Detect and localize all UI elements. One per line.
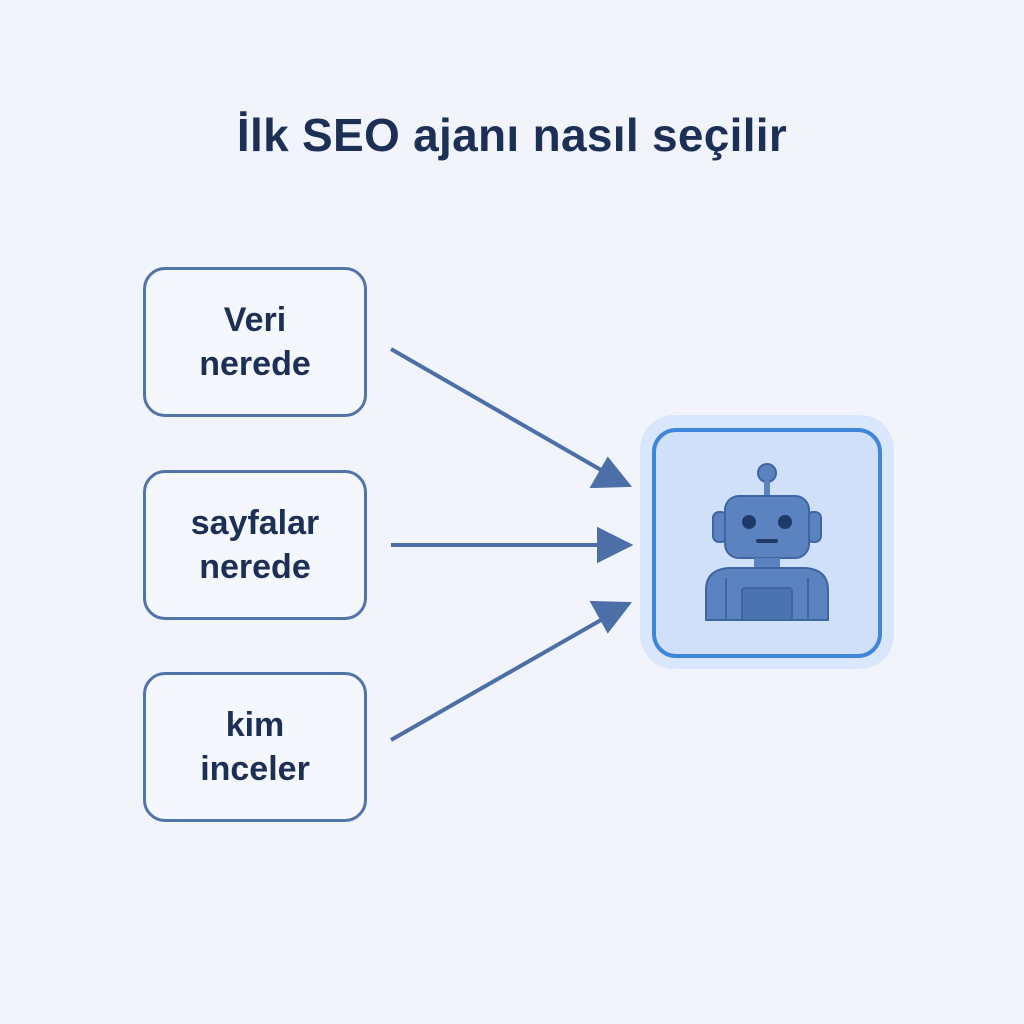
input-box-data-location: Veri nerede: [143, 267, 367, 417]
input-label-reviewer: kim inceler: [200, 706, 310, 788]
input-box-reviewer: kim inceler: [143, 672, 367, 822]
arrow-bottom: [390, 600, 632, 742]
arrow-top: [390, 347, 633, 489]
input-box-pages-location: sayfalar nerede: [143, 470, 367, 620]
input-label-pages-location: sayfalar nerede: [190, 504, 320, 586]
input-label-data-location: Veri nerede: [199, 301, 311, 383]
arrow-middle: [391, 526, 634, 564]
agent-box: [652, 428, 882, 658]
diagram-title: İlk SEO ajanı nasıl seçilir: [236, 109, 788, 161]
robot-icon: [705, 463, 829, 621]
